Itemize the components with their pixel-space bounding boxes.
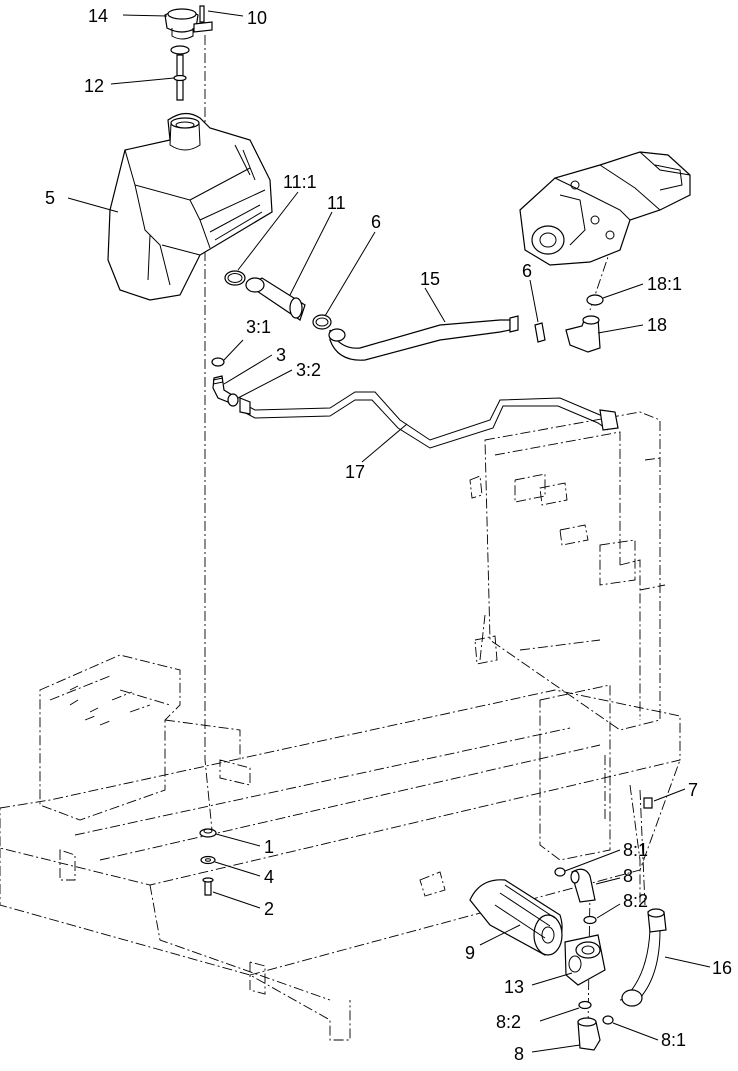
o-ring-8-2-upper xyxy=(583,915,597,925)
o-ring-3-2 xyxy=(227,393,239,407)
callout-labels: 14 10 12 5 11:1 11 6 15 6 18:1 18 3:1 3 … xyxy=(45,6,732,1064)
callout-1: 1 xyxy=(264,837,274,857)
callout-8-1-upper: 8:1 xyxy=(623,840,648,860)
callout-8-1-lower: 8:1 xyxy=(661,1030,686,1050)
o-ring-8-1-lower xyxy=(602,1015,614,1025)
callout-12: 12 xyxy=(84,76,104,96)
callout-3-1: 3:1 xyxy=(246,317,271,337)
callout-2: 2 xyxy=(264,899,274,919)
hose-clamp-6-pump xyxy=(534,322,546,343)
o-ring-3-1 xyxy=(211,357,225,367)
hydraulic-pump xyxy=(519,151,691,266)
callout-8-upper: 8 xyxy=(623,866,633,886)
callout-8-lower: 8 xyxy=(514,1044,524,1064)
hydraulic-tank xyxy=(107,112,273,301)
callout-9: 9 xyxy=(465,943,475,963)
callout-11-1: 11:1 xyxy=(283,172,317,192)
elbow-fitting-8-upper xyxy=(570,868,596,903)
leader-lines xyxy=(67,10,711,1053)
grommet-1 xyxy=(199,828,217,838)
callout-10: 10 xyxy=(247,8,267,28)
pressure-hose-16 xyxy=(619,908,667,1007)
suction-hose-15 xyxy=(328,315,519,361)
fitting-7 xyxy=(643,797,653,809)
filler-cap xyxy=(164,8,199,40)
callout-6-pump: 6 xyxy=(522,261,532,281)
callout-18-1: 18:1 xyxy=(647,274,682,294)
callout-17: 17 xyxy=(345,462,365,482)
hose-clamp-6 xyxy=(312,314,332,330)
callout-8-2-lower: 8:2 xyxy=(496,1012,521,1032)
o-ring-11-1 xyxy=(224,270,246,286)
breather-fitting xyxy=(193,5,213,33)
bolt-2 xyxy=(202,877,214,896)
callout-8-2-upper: 8:2 xyxy=(623,891,648,911)
o-ring-8-1-upper xyxy=(554,867,566,877)
callout-3-2: 3:2 xyxy=(296,360,321,380)
callout-3: 3 xyxy=(276,345,286,365)
callout-6-hose: 6 xyxy=(371,212,381,232)
callout-13: 13 xyxy=(504,977,524,997)
washer-4 xyxy=(200,855,216,865)
suction-fitting-11 xyxy=(245,277,306,321)
callout-4: 4 xyxy=(264,867,274,887)
machine-frame xyxy=(0,411,681,1041)
filter-element-9 xyxy=(469,879,563,956)
callout-11: 11 xyxy=(327,193,346,213)
elbow-fitting-18 xyxy=(565,315,601,353)
dipstick xyxy=(170,45,190,101)
filter-head-13 xyxy=(564,934,606,986)
o-ring-8-2-lower xyxy=(578,1000,592,1010)
callout-14: 14 xyxy=(88,6,108,26)
callout-15: 15 xyxy=(420,269,440,289)
callout-5: 5 xyxy=(45,188,55,208)
callout-7: 7 xyxy=(688,780,698,800)
return-tube-17 xyxy=(239,391,619,449)
elbow-fitting-8-lower xyxy=(577,1017,601,1051)
callout-16: 16 xyxy=(712,958,732,978)
o-ring-18-1 xyxy=(586,294,604,306)
callout-18: 18 xyxy=(647,315,667,335)
